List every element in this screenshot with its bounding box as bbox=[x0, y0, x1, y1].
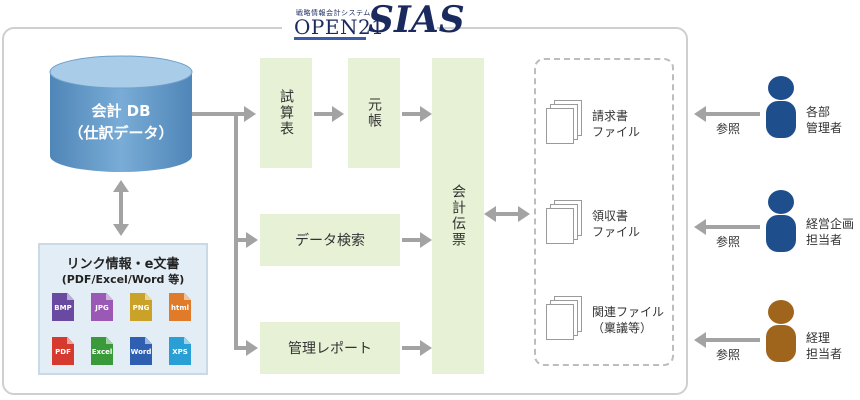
reference-label: 参照 bbox=[716, 348, 741, 362]
flow-lines bbox=[119, 112, 760, 350]
pdf-file-icon: PDF bbox=[52, 337, 74, 365]
related-file-icon bbox=[546, 296, 582, 342]
xps-file-icon: XPS bbox=[169, 337, 191, 365]
management-report-label: 管理レポート bbox=[288, 341, 372, 357]
logo-brand: SIAS bbox=[368, 0, 465, 41]
database-title: 会計 DB bbox=[91, 102, 151, 120]
excel-file-icon: Excel bbox=[91, 337, 113, 365]
reference-label: 参照 bbox=[716, 122, 741, 136]
link-box-title: リンク情報・e文書 bbox=[66, 257, 180, 272]
link-box-subtitle: (PDF/Excel/Word 等) bbox=[61, 273, 185, 286]
planning-staff-person-icon bbox=[766, 190, 796, 252]
trial-balance-box: 試算表 bbox=[260, 58, 312, 168]
data-search-label: データ検索 bbox=[295, 233, 365, 249]
logo-product: OPEN21 bbox=[294, 15, 385, 39]
invoice-file-icon bbox=[546, 100, 582, 146]
accounting-staff-label: 経理担当者 bbox=[806, 331, 843, 361]
accounting-database: 会計 DB （仕訳データ） bbox=[50, 100, 192, 144]
invoice-file-label: 請求書ファイル bbox=[592, 109, 641, 139]
department-manager-label: 各部管理者 bbox=[806, 105, 843, 135]
data-search-box: データ検索 bbox=[260, 214, 400, 266]
management-report-box: 管理レポート bbox=[260, 322, 400, 374]
database-cylinder-icon bbox=[49, 55, 193, 172]
accounting-voucher-box: 会計伝票 bbox=[432, 58, 484, 374]
logo-underline bbox=[294, 37, 366, 40]
bmp-file-icon: BMP bbox=[52, 293, 74, 321]
jpg-file-icon: JPG bbox=[91, 293, 113, 321]
png-file-icon: PNG bbox=[130, 293, 152, 321]
ledger-box: 元帳 bbox=[348, 58, 400, 168]
receipt-file-icon bbox=[546, 200, 582, 246]
word-file-icon: Word bbox=[130, 337, 152, 365]
receipt-file-label: 領収書ファイル bbox=[592, 209, 641, 239]
database-subtitle: （仕訳データ） bbox=[68, 124, 174, 142]
open21-sias-logo: 戦略情報会計システム OPEN21 SIAS bbox=[282, 2, 465, 46]
planning-staff-label: 経営企画担当者 bbox=[806, 217, 855, 247]
department-manager-person-icon bbox=[766, 76, 796, 138]
trial-balance-label: 試算表 bbox=[278, 89, 294, 137]
link-info-box: リンク情報・e文書 (PDF/Excel/Word 等) BMP JPG PNG… bbox=[38, 243, 208, 375]
ledger-label: 元帳 bbox=[366, 97, 382, 129]
accounting-staff-person-icon bbox=[766, 300, 796, 362]
document-files-container bbox=[534, 58, 674, 366]
reference-label: 参照 bbox=[716, 235, 741, 249]
arrow-heads bbox=[113, 106, 706, 356]
html-file-icon: html bbox=[169, 293, 191, 321]
related-file-label: 関連ファイル（稟議等） bbox=[592, 305, 665, 335]
logo-subtitle: 戦略情報会計システム bbox=[296, 9, 371, 17]
accounting-voucher-label: 会計伝票 bbox=[450, 184, 466, 248]
